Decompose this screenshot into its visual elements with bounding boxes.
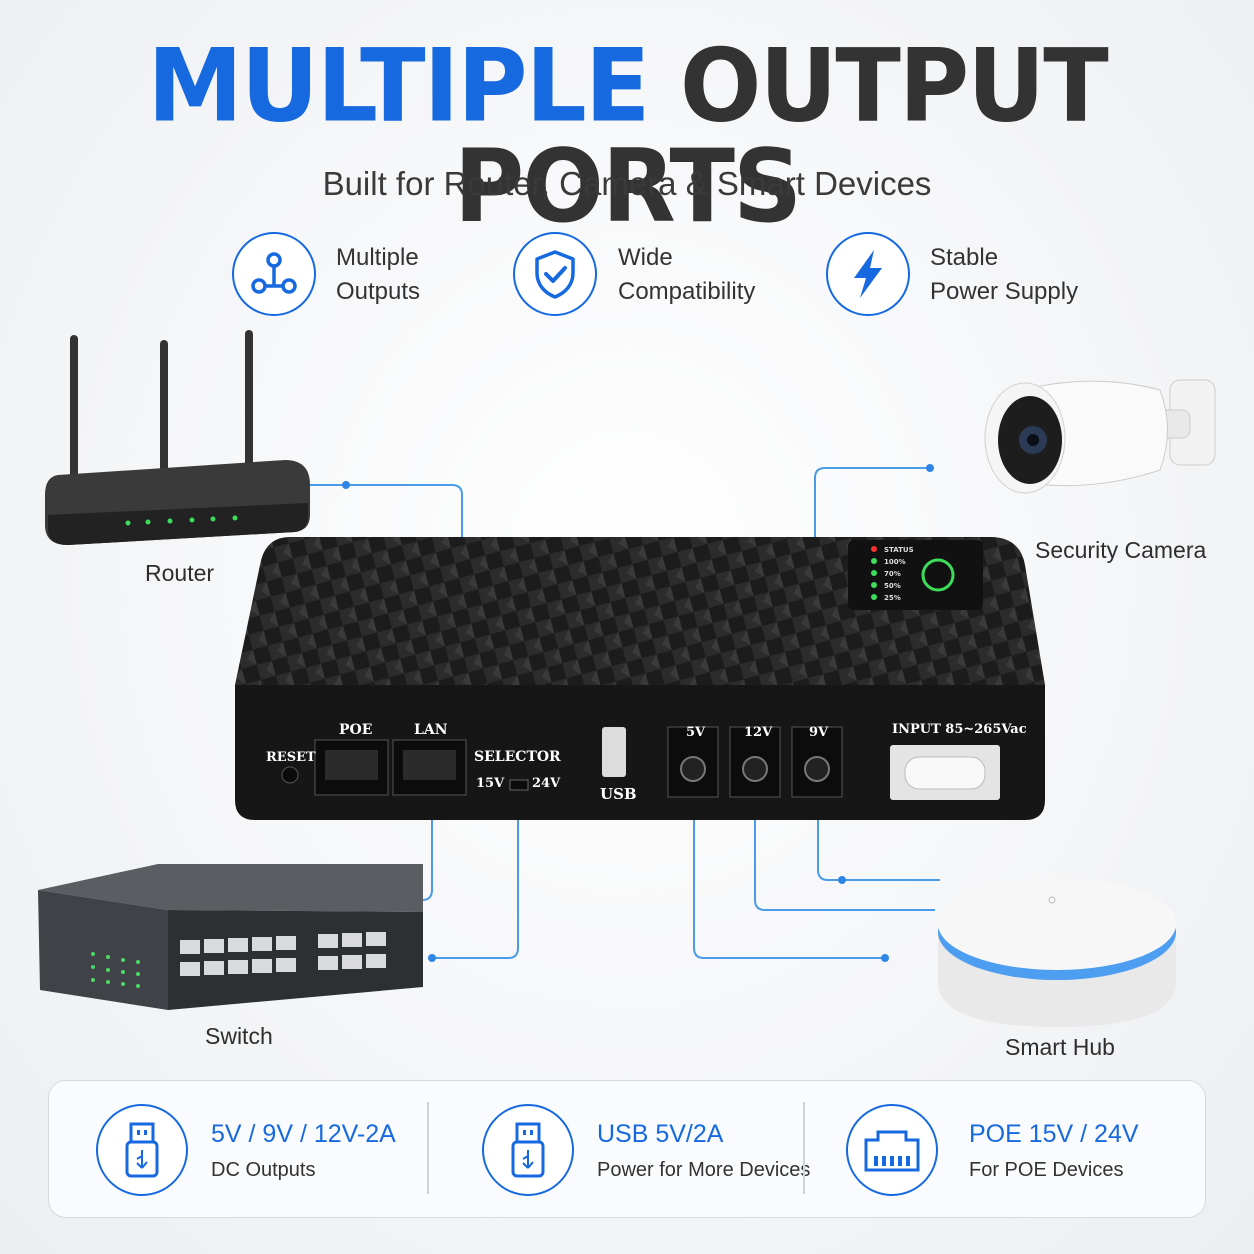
ac-input-label: INPUT 85~265Vac (892, 722, 1027, 737)
spec-usb (482, 1104, 574, 1196)
selector-label: SELECTOR (474, 749, 561, 765)
network-nodes-icon (232, 232, 316, 316)
led-label-25: 25% (884, 594, 901, 602)
led-label-70: 70% (884, 570, 901, 578)
spec-title: POE 15V / 24V (969, 1120, 1139, 1148)
spec-subtitle: DC Outputs (211, 1159, 316, 1181)
feature-line2: Compatibility (618, 278, 756, 305)
title-main: OUTPUT PORTS (453, 26, 1109, 246)
spec-poe-text: POE 15V / 24V For POE Devices (969, 1120, 1139, 1182)
spec-dc-outputs (96, 1104, 188, 1196)
camera-label: Security Camera (1035, 537, 1207, 563)
page-title: MULTIPLE OUTPUT PORTS (0, 35, 1254, 237)
feature-line2: Power Supply (930, 278, 1079, 305)
spec-bar (48, 1080, 1206, 1218)
feature-stable-power (826, 232, 910, 316)
camera-line (814, 467, 930, 540)
poe-label: POE (339, 722, 373, 738)
selector-24v-label: 24V (532, 776, 561, 791)
spec-usb-text: USB 5V/2A Power for More Devices (597, 1120, 810, 1182)
security-camera-device (975, 350, 1225, 515)
hub-line-12v (754, 800, 935, 911)
usb-label: USB (600, 785, 637, 803)
led-label-100: 100% (884, 558, 906, 566)
spec-subtitle: For POE Devices (969, 1159, 1124, 1181)
mini-ups-device (230, 535, 1050, 830)
page-subtitle: Built for Router, Camera & Smart Devices (322, 165, 932, 202)
title-highlight: MULTIPLE (147, 26, 650, 145)
feature-wide-compatibility (513, 232, 597, 316)
led-labels: STATUS 100% 70% 50% 25% (884, 544, 914, 604)
spec-title: 5V / 9V / 12V-2A (211, 1120, 396, 1148)
spec-poe (846, 1104, 938, 1196)
ethernet-port-icon (846, 1104, 938, 1196)
hub-line-9v (817, 800, 940, 881)
lightning-bolt-icon (826, 232, 910, 316)
spec-dc-outputs-text: 5V / 9V / 12V-2A DC Outputs (211, 1120, 396, 1182)
router-line (310, 484, 463, 540)
spec-title: USB 5V/2A (597, 1120, 724, 1148)
feature-wide-compatibility-text: Wide Compatibility (618, 241, 755, 309)
dc-12v-label: 12V (744, 725, 773, 740)
switch-label: Switch (205, 1023, 273, 1049)
switch-line-2 (430, 800, 519, 959)
router-label: Router (145, 560, 215, 586)
feature-stable-power-text: Stable Power Supply (930, 241, 1078, 309)
spec-divider (803, 1102, 805, 1194)
feature-line1: Stable (930, 244, 999, 271)
feature-multiple-outputs (232, 232, 316, 316)
usb-icon (96, 1104, 188, 1196)
shield-check-icon (513, 232, 597, 316)
smart-hub-device (930, 862, 1185, 1037)
feature-multiple-outputs-text: Multiple Outputs (336, 241, 420, 309)
feature-line2: Outputs (336, 278, 421, 305)
reset-label: RESET (266, 750, 316, 765)
lan-label: LAN (414, 722, 448, 738)
led-label-50: 50% (884, 582, 901, 590)
network-switch-device (38, 862, 428, 1017)
usb-icon (482, 1104, 574, 1196)
router-device (40, 325, 320, 560)
hub-line-5v (693, 800, 885, 959)
selector-15v-label: 15V (476, 776, 505, 791)
feature-line1: Wide (618, 244, 673, 271)
feature-line1: Multiple (336, 244, 419, 271)
spec-divider (427, 1102, 429, 1194)
spec-subtitle: Power for More Devices (597, 1159, 811, 1181)
dc-5v-label: 5V (686, 725, 706, 740)
led-label-status: STATUS (884, 546, 914, 554)
smart-hub-label: Smart Hub (1005, 1034, 1115, 1060)
dc-9v-label: 9V (809, 725, 829, 740)
